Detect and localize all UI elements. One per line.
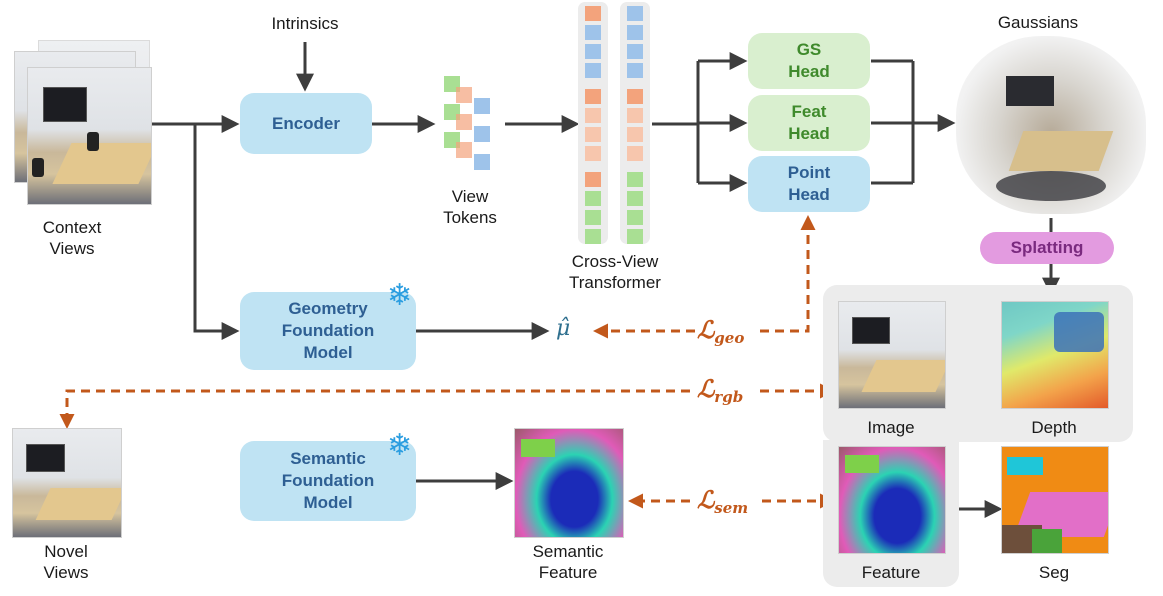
mu-hat-symbol: μ̂: [556, 316, 571, 341]
context-view-front: [27, 67, 152, 205]
loss-rgb: ℒrgb: [697, 374, 744, 406]
gaussians-label: Gaussians: [997, 13, 1079, 32]
gaussians-render: [956, 36, 1146, 214]
view-tokens: [444, 76, 496, 176]
novel-view-image: [12, 428, 122, 538]
feature-label: Feature: [861, 563, 921, 582]
novel-views-label: Novel Views: [43, 542, 89, 582]
semantic-foundation-model-box: Semantic Foundation Model: [240, 441, 416, 521]
point-head-box: Point Head: [748, 156, 870, 212]
rendered-image: [838, 301, 946, 409]
loss-geo: ℒgeo: [697, 315, 745, 347]
encoder-box: Encoder: [240, 93, 372, 154]
depth-label: Depth: [1031, 418, 1077, 437]
splatting-box: Splatting: [980, 232, 1114, 264]
geometry-foundation-model-box: Geometry Foundation Model: [240, 292, 416, 370]
gs-head-box: GS Head: [748, 33, 870, 89]
semantic-feature-image: [514, 428, 624, 538]
image-label: Image: [867, 418, 915, 437]
loss-sem: ℒsem: [697, 485, 749, 517]
snowflake-icon: ❄: [387, 279, 413, 312]
seg-label: Seg: [1038, 563, 1070, 582]
rendered-feature: [838, 446, 946, 554]
semantic-feature-label: Semantic Feature: [532, 542, 604, 582]
snowflake-icon: ❄: [387, 429, 413, 462]
feat-head-box: Feat Head: [748, 95, 870, 151]
view-tokens-label: View Tokens: [443, 187, 497, 227]
context-views-label: Context Views: [42, 218, 102, 258]
rendered-depth: [1001, 301, 1109, 409]
segmentation-map: [1001, 446, 1109, 554]
intrinsics-label: Intrinsics: [271, 14, 339, 33]
cross-view-transformer-label: Cross-View Transformer: [569, 252, 661, 292]
